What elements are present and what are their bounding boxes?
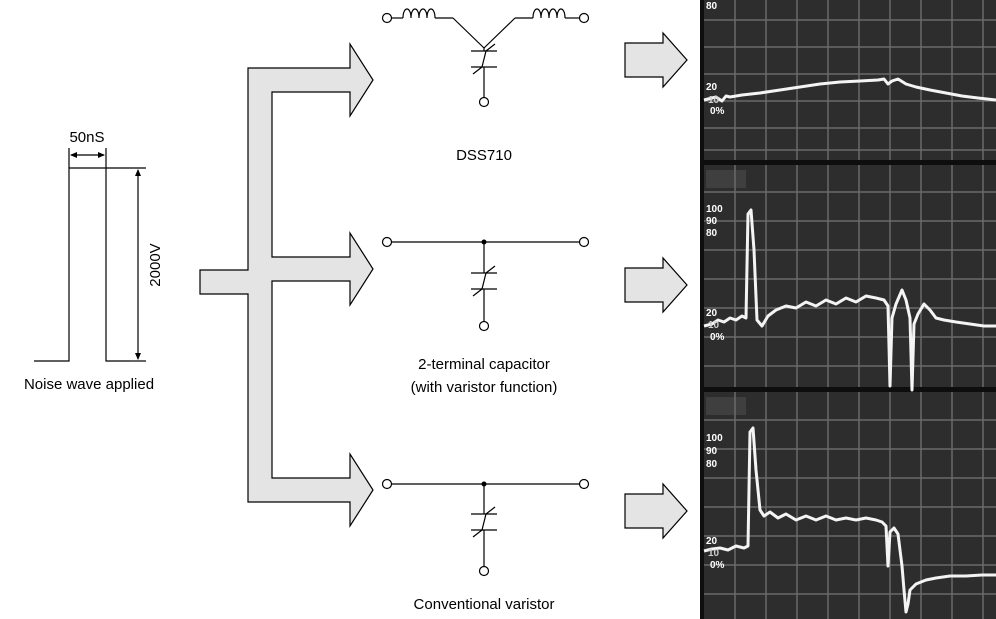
- wire-diagonal-left: [452, 17, 485, 49]
- scale-label-90: 90: [706, 446, 718, 457]
- scope-2-terminal-capacitor: 100 90 80 20 10 0%: [703, 165, 996, 392]
- terminal-right: [578, 12, 590, 24]
- pulse-line: [34, 167, 130, 362]
- scale-label-80: 80: [706, 1, 718, 12]
- varistor-slash-icon: [472, 43, 496, 75]
- circuit-2-terminal-capacitor: 2-terminal capacitor (with varistor func…: [381, 236, 590, 396]
- varistor-slash-icon: [472, 506, 496, 538]
- terminal-ground: [478, 565, 490, 577]
- scope-trace: [703, 77, 996, 103]
- circuit-caption: DSS710: [456, 147, 512, 164]
- circuit-caption-line-1: 2-terminal capacitor: [418, 356, 550, 373]
- scale-label-100: 100: [706, 433, 723, 444]
- output-arrow-1: [624, 31, 688, 89]
- inductor-right-icon: [532, 8, 566, 19]
- circuit-caption-line-2: (with varistor function): [411, 379, 558, 396]
- distribution-arrows: [199, 31, 688, 540]
- pulse-width-label: 50nS: [69, 129, 104, 146]
- scope-grid: [704, 392, 996, 619]
- output-arrow-2: [624, 256, 688, 314]
- scale-label-0: 0%: [710, 332, 725, 343]
- scale-label-10: 10: [708, 320, 720, 331]
- terminal-ground: [478, 320, 490, 332]
- scope-trace: [703, 426, 996, 614]
- terminal-ground: [478, 96, 490, 108]
- terminal-right: [578, 478, 590, 490]
- varistor-slash-icon: [472, 265, 496, 297]
- scale-label-80: 80: [706, 228, 718, 239]
- branch-arrow: [199, 41, 374, 529]
- scope-trace: [703, 208, 996, 392]
- pulse-voltage-label: 2000V: [147, 243, 164, 286]
- scale-label-0: 0%: [710, 106, 725, 117]
- scale-label-20: 20: [706, 536, 718, 547]
- scale-label-10: 10: [708, 95, 720, 106]
- scope-indicator: [706, 170, 746, 188]
- scope-dss710: 80 20 10 0%: [703, 0, 996, 160]
- terminal-left: [381, 478, 393, 490]
- voltage-arrowhead-bottom: [135, 353, 141, 360]
- voltage-arrowhead-top: [135, 169, 141, 176]
- terminal-left: [381, 236, 393, 248]
- width-arrowhead-left: [70, 152, 77, 158]
- circuit-conventional-varistor: Conventional varistor: [381, 478, 590, 613]
- terminal-right: [578, 236, 590, 248]
- wire-diagonal-right: [483, 17, 516, 49]
- width-arrowhead-right: [98, 152, 105, 158]
- scale-label-10: 10: [708, 548, 720, 559]
- noise-caption: Noise wave applied: [24, 376, 154, 393]
- scope-screen: [704, 165, 996, 387]
- noise-waveform: 50nS 2000V Noise wave applied: [24, 129, 164, 393]
- scale-label-20: 20: [706, 82, 718, 93]
- scale-label-100: 100: [706, 204, 723, 215]
- scale-label-0: 0%: [710, 560, 725, 571]
- inductor-left-icon: [402, 8, 436, 19]
- terminal-left: [381, 12, 393, 24]
- output-arrow-3: [624, 482, 688, 540]
- scale-label-20: 20: [706, 308, 718, 319]
- circuit-dss710: DSS710: [381, 8, 590, 164]
- scope-indicator: [706, 397, 746, 415]
- scope-panels: 80 20 10 0% 100 90 80 20: [700, 0, 996, 619]
- circuit-caption: Conventional varistor: [414, 596, 555, 613]
- scale-label-80: 80: [706, 459, 718, 470]
- scale-label-90: 90: [706, 216, 718, 227]
- scope-conventional-varistor: 100 90 80 20 10 0%: [703, 392, 996, 619]
